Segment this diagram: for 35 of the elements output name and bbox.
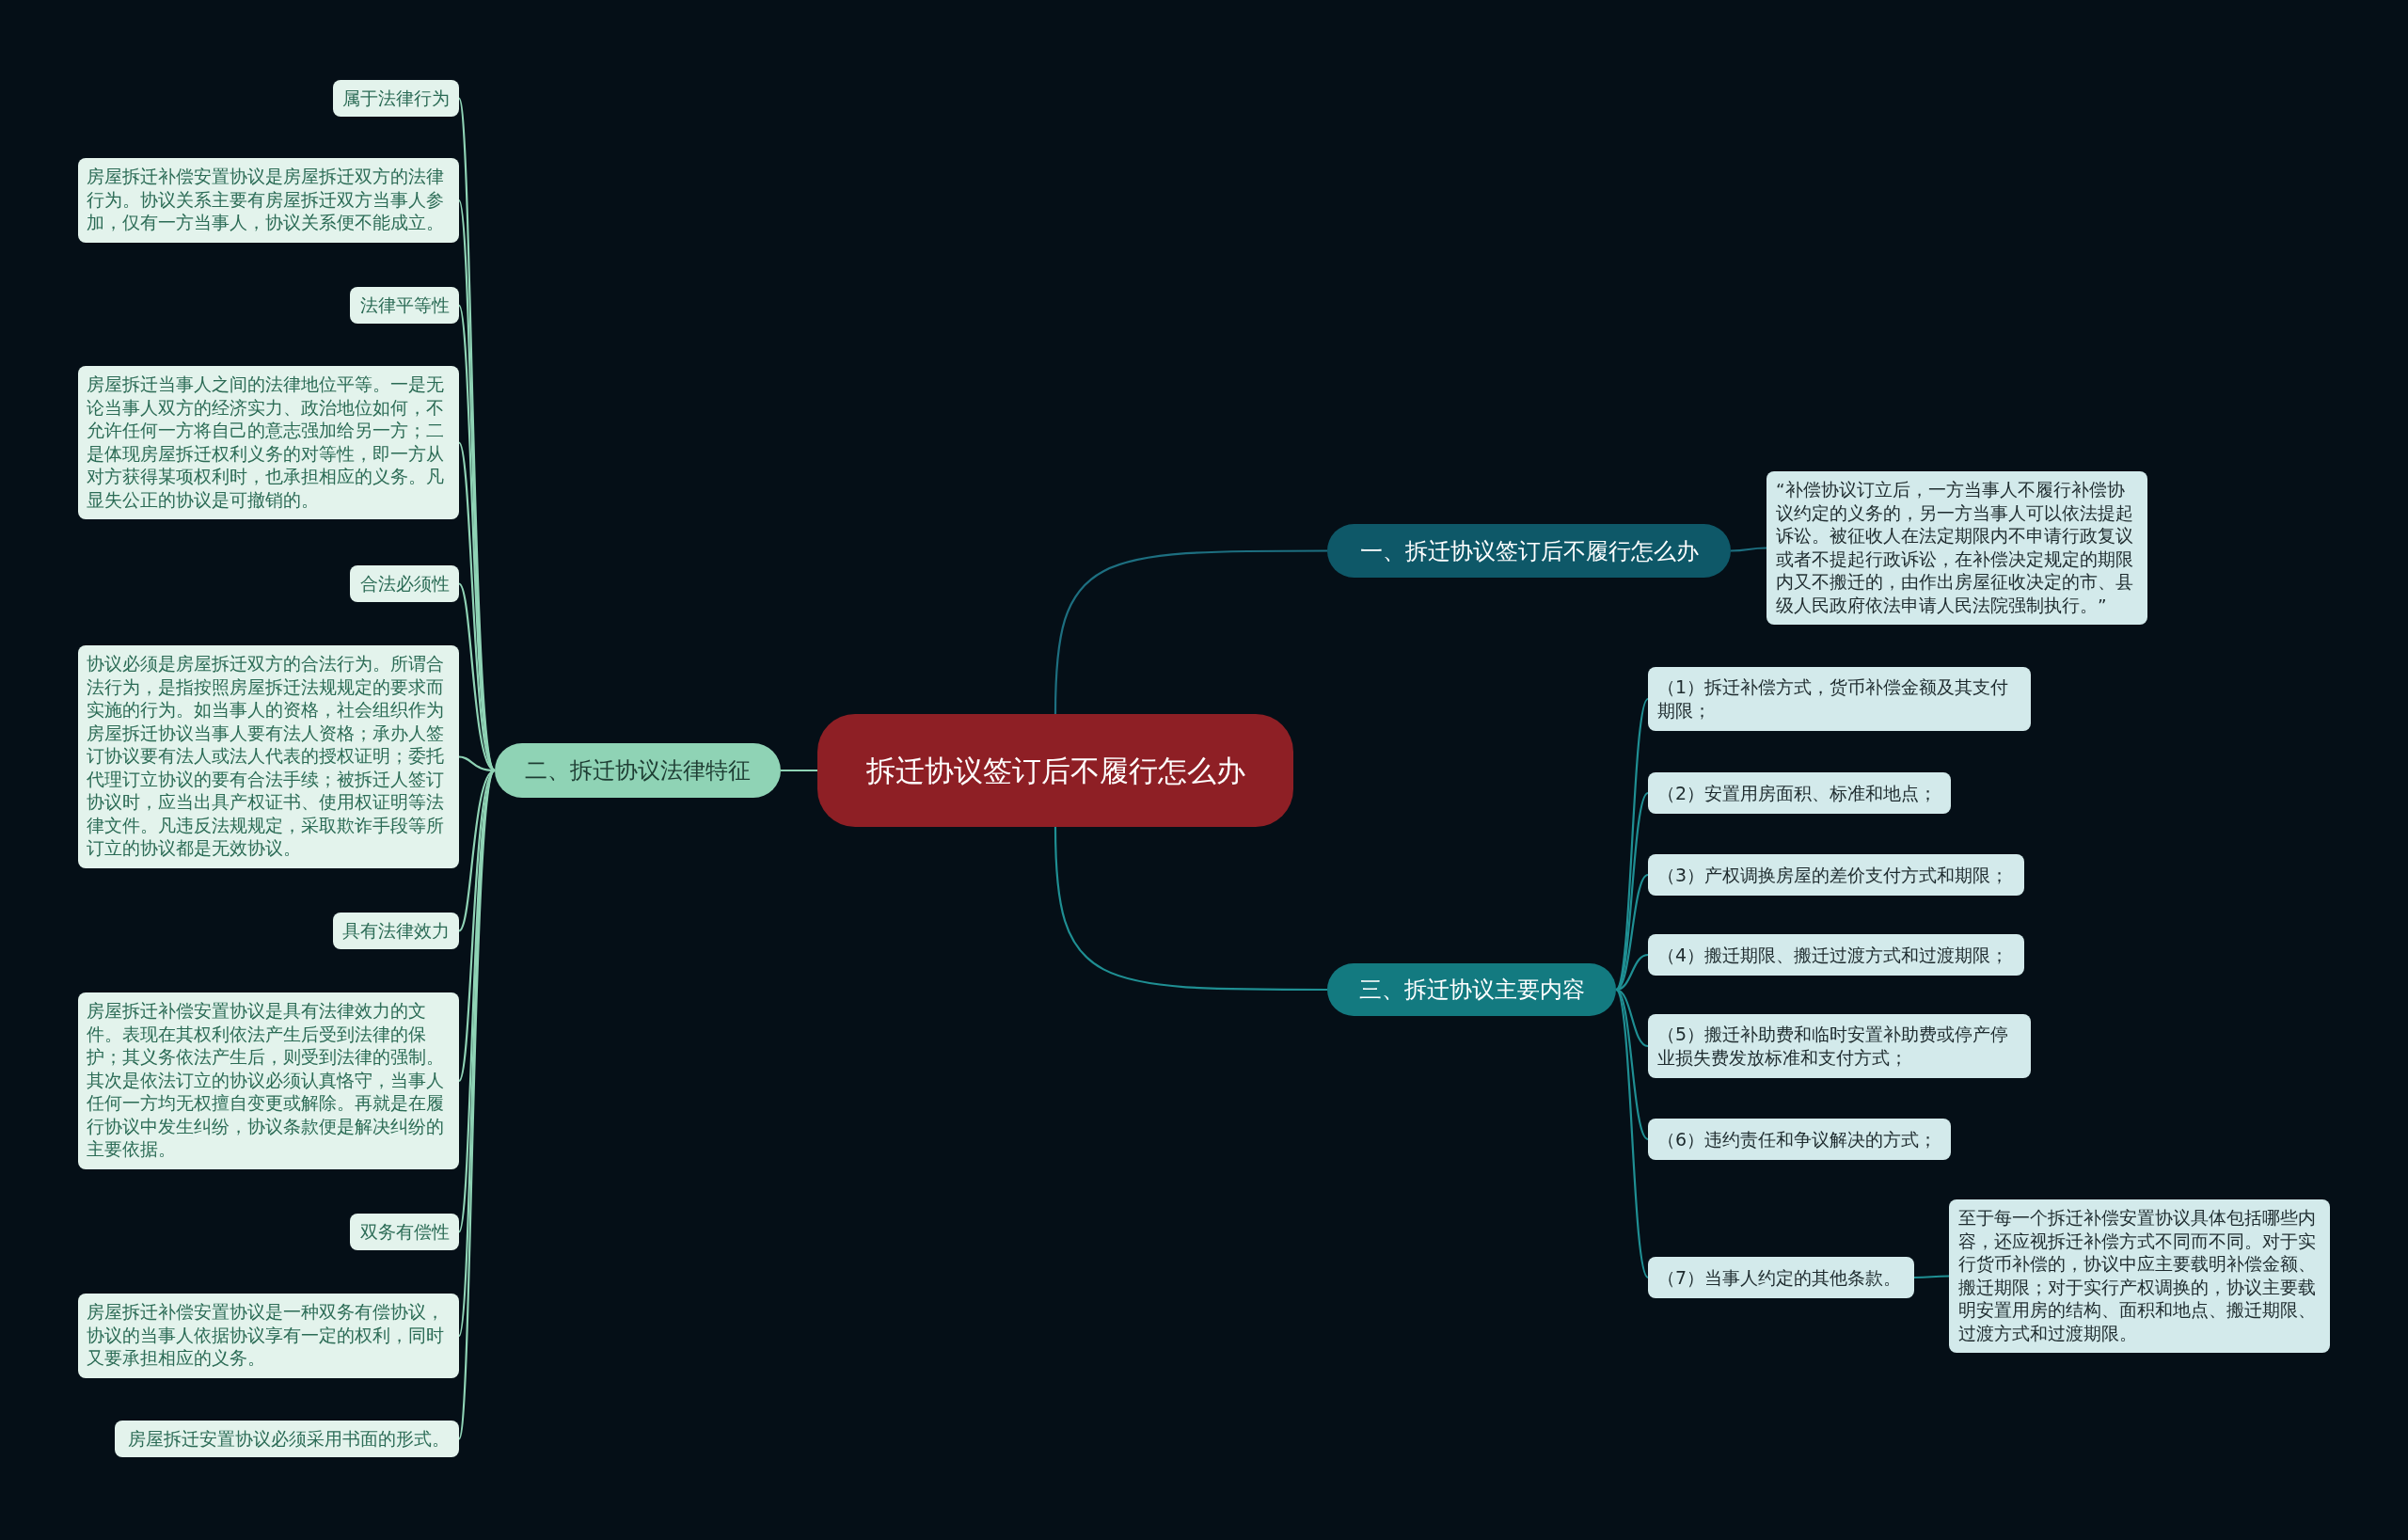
- topic-box: （7）当事人约定的其他条款。: [1648, 1257, 1914, 1298]
- topic-box: （2）安置用房面积、标准和地点；: [1648, 772, 1951, 814]
- topic-box: 法律平等性: [350, 287, 459, 324]
- connector-line: [781, 769, 817, 772]
- topic-box: 房屋拆迁安置协议必须采用书面的形式。: [115, 1421, 459, 1457]
- connector-line: [1615, 989, 1649, 1278]
- topic-box: （1）拆迁补偿方式，货币补偿金额及其支付期限；: [1648, 667, 2031, 731]
- note-box: 房屋拆迁补偿安置协议是房屋拆迁双方的法律行为。协议关系主要有房屋拆迁双方当事人参加，仅有一方当事人，协议关系便不能成立。: [78, 158, 459, 243]
- topic-box: （3）产权调换房屋的差价支付方式和期限；: [1648, 854, 2024, 896]
- topic-box: （5）搬迁补助费和临时安置补助费或停产停业损失费发放标准和支付方式；: [1648, 1014, 2031, 1078]
- branch-topic-box: 一、拆迁协议签订后不履行怎么办: [1327, 524, 1731, 578]
- connector-line: [457, 770, 497, 1439]
- connector-line: [1054, 826, 1327, 992]
- topic-box: （6）违约责任和争议解决的方式；: [1648, 1119, 1951, 1160]
- note-box: “补偿协议订立后，一方当事人不履行补偿协议约定的义务的，另一方当事人可以依法提起诉讼。被征收人在法定期限内不申请行政复议或者不提起行政诉讼，在补偿决定规定的期限内又不搬迁的，由作出房屋征收决定的市、县级人民政府依法申请人民法院强制执行。”: [1766, 471, 2147, 625]
- note-box: 协议必须是房屋拆迁双方的合法行为。所谓合法行为，是指按照房屋拆迁法规规定的要求而实施的行为。如当事人的资格，社会组织作为房屋拆迁协议当事人要有法人资格；承办人签订协议要有法人或法人代表的授权证明；委托代理订立协议的要有合法手续；被拆迁人签订协议时，应当出具产权证书、使用权证明等法律文件。凡违反法规规定，采取欺诈手段等所订立的协议都是无效协议。: [78, 645, 459, 868]
- connector-line: [1615, 698, 1649, 991]
- topic-box: 具有法律效力: [333, 913, 459, 949]
- note-box: 房屋拆迁补偿安置协议是具有法律效力的文件。表现在其权利依法产生后受到法律的保护；其义务依法产生后，则受到法律的强制。其次是依法订立的协议必须认真恪守，当事人任何一方均无权擅自变更或解除。再就是在履行协议中发生纠纷，协议条款便是解决纠纷的主要依据。: [78, 992, 459, 1169]
- topic-box: 双务有偿性: [350, 1214, 459, 1250]
- connector-line: [1615, 792, 1649, 991]
- note-box: 至于每一个拆迁补偿安置协议具体包括哪些内容，还应视拆迁补偿方式不同而不同。对于实行货币补偿的，协议中应主要载明补偿金额、搬迁期限；对于实行产权调换的，协议主要载明安置用房的结构、面积和地点、搬迁期限、过渡方式和过渡期限。: [1949, 1199, 2330, 1353]
- connector-line: [1731, 547, 1766, 552]
- connector-line: [1054, 549, 1327, 715]
- connector-line: [457, 770, 496, 1232]
- connector-line: [1615, 989, 1649, 1140]
- branch-topic-box: 三、拆迁协议主要内容: [1327, 963, 1616, 1016]
- branch-topic-box: 二、拆迁协议法律特征: [495, 743, 781, 798]
- topic-box: 合法必须性: [350, 565, 459, 602]
- note-box: 房屋拆迁补偿安置协议是一种双务有偿协议，协议的当事人依据协议享有一定的权利，同时又要承担相应的义务。: [78, 1294, 459, 1378]
- topic-box: 属于法律行为: [333, 80, 459, 117]
- note-box: 房屋拆迁当事人之间的法律地位平等。一是无论当事人双方的经济实力、政治地位如何，不允许任何一方将自己的意志强加给另一方；二是体现房屋拆迁权利义务的对等性，即一方从对方获得某项权利时，也承担相应的义务。凡显失公正的协议是可撤销的。: [78, 366, 459, 519]
- central-topic-box: 拆迁协议签订后不履行怎么办: [817, 714, 1293, 827]
- connector-line: [1914, 1275, 1949, 1279]
- topic-box: （4）搬迁期限、搬迁过渡方式和过渡期限；: [1648, 934, 2024, 976]
